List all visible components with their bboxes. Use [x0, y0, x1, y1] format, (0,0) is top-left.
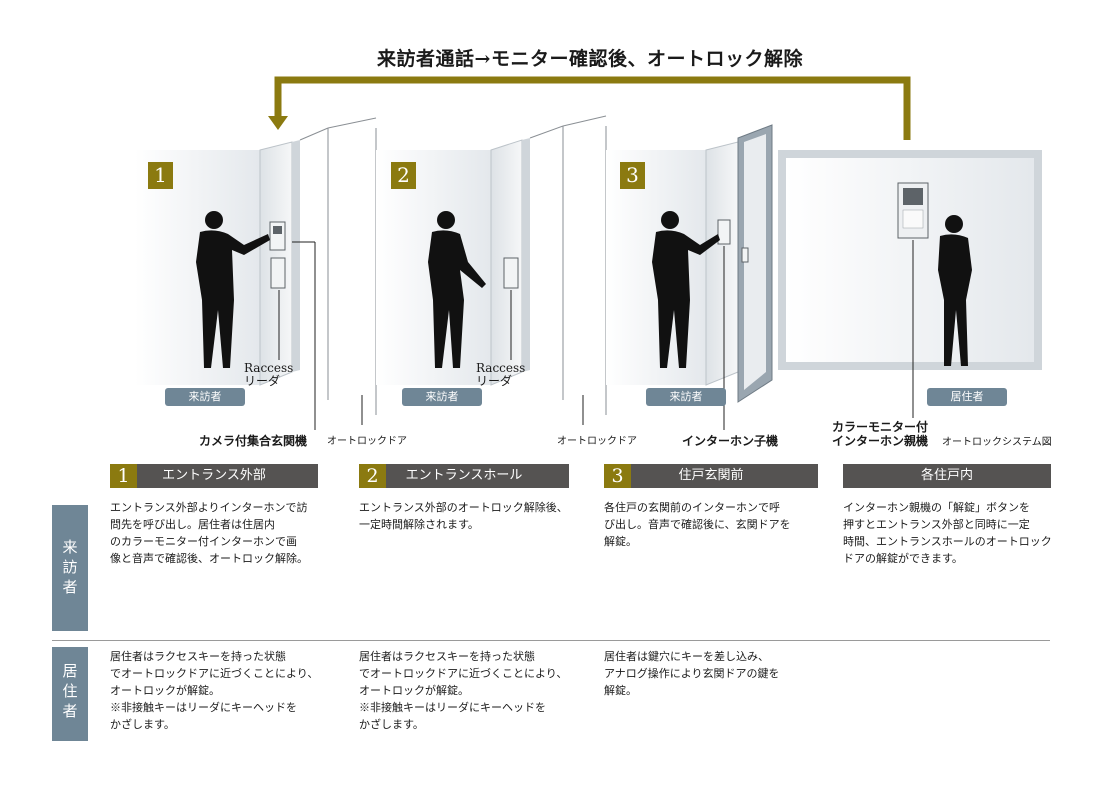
visitor-figure-2 — [428, 211, 486, 368]
visitor-figure-3 — [652, 211, 720, 368]
call-flow-arrow — [274, 76, 911, 140]
scene-unit-front — [606, 124, 773, 430]
resident-badge: 居住者 — [927, 388, 1007, 406]
column-header-2: 2 エントランスホール — [359, 464, 569, 488]
column-number-2: 2 — [359, 464, 386, 488]
autolock-illustration — [135, 76, 1042, 430]
resident-figure — [938, 215, 972, 366]
camera-intercom-label: カメラ付集合玄関機 — [199, 434, 308, 448]
visitor-figure-1 — [196, 211, 270, 368]
autolock-door-label-1: オートロックドア — [327, 436, 407, 447]
intercom-sub-label: インターホン子機 — [682, 434, 779, 448]
column-number-3: 3 — [604, 464, 631, 488]
scene-step-3: 3 — [620, 162, 645, 189]
resident-text-3: 居住者は鍵穴にキーを差し込み、アナログ操作により玄関ドアの鍵を解錠。 — [604, 650, 780, 697]
visitor-badge-1: 来訪者 — [165, 388, 245, 406]
system-diagram-label: オートロックシステム図 — [942, 437, 1052, 448]
resident-row-label: 居住者 — [52, 647, 88, 741]
resident-text-2: 居住者はラクセスキーを持った状態でオートロックドアに近づくことにより、オートロッ… — [359, 650, 568, 731]
row-divider — [52, 640, 1050, 641]
autolock-door-label-2: オートロックドア — [557, 436, 637, 447]
resident-text-1: 居住者はラクセスキーを持った状態でオートロックドアに近づくことにより、オートロッ… — [110, 650, 319, 731]
column-header-4: 各住戸内 — [843, 464, 1051, 488]
column-number-1: 1 — [110, 464, 137, 488]
scene-step-1: 1 — [148, 162, 173, 189]
column-header-3: 3 住戸玄関前 — [604, 464, 818, 488]
arrow-head — [268, 116, 288, 130]
visitor-badge-2: 来訪者 — [402, 388, 482, 406]
visitor-text-3: 各住戸の玄関前のインターホンで呼び出し。音声で確認後に、玄関ドアを解錠。 — [604, 501, 791, 548]
visitor-row-label: 来訪者 — [52, 505, 88, 631]
scene-unit-interior — [778, 150, 1042, 418]
diagram-title: 来訪者通話→モニター確認後、オートロック解除 — [377, 48, 803, 70]
visitor-text-1: エントランス外部よりインターホンで訪問先を呼び出し。居住者は住居内のカラーモニタ… — [110, 501, 308, 565]
visitor-text-2: エントランス外部のオートロック解除後、一定時間解除されます。 — [359, 501, 568, 531]
scene-step-2: 2 — [391, 162, 416, 189]
visitor-badge-3: 来訪者 — [646, 388, 726, 406]
visitor-text-4: インターホン親機の「解錠」ボタンを押すとエントランス外部と同時に一定時間、エント… — [843, 501, 1052, 565]
column-header-1: 1 エントランス外部 — [110, 464, 318, 488]
monitor-intercom-label: カラーモニター付インターホン親機 — [832, 420, 929, 448]
